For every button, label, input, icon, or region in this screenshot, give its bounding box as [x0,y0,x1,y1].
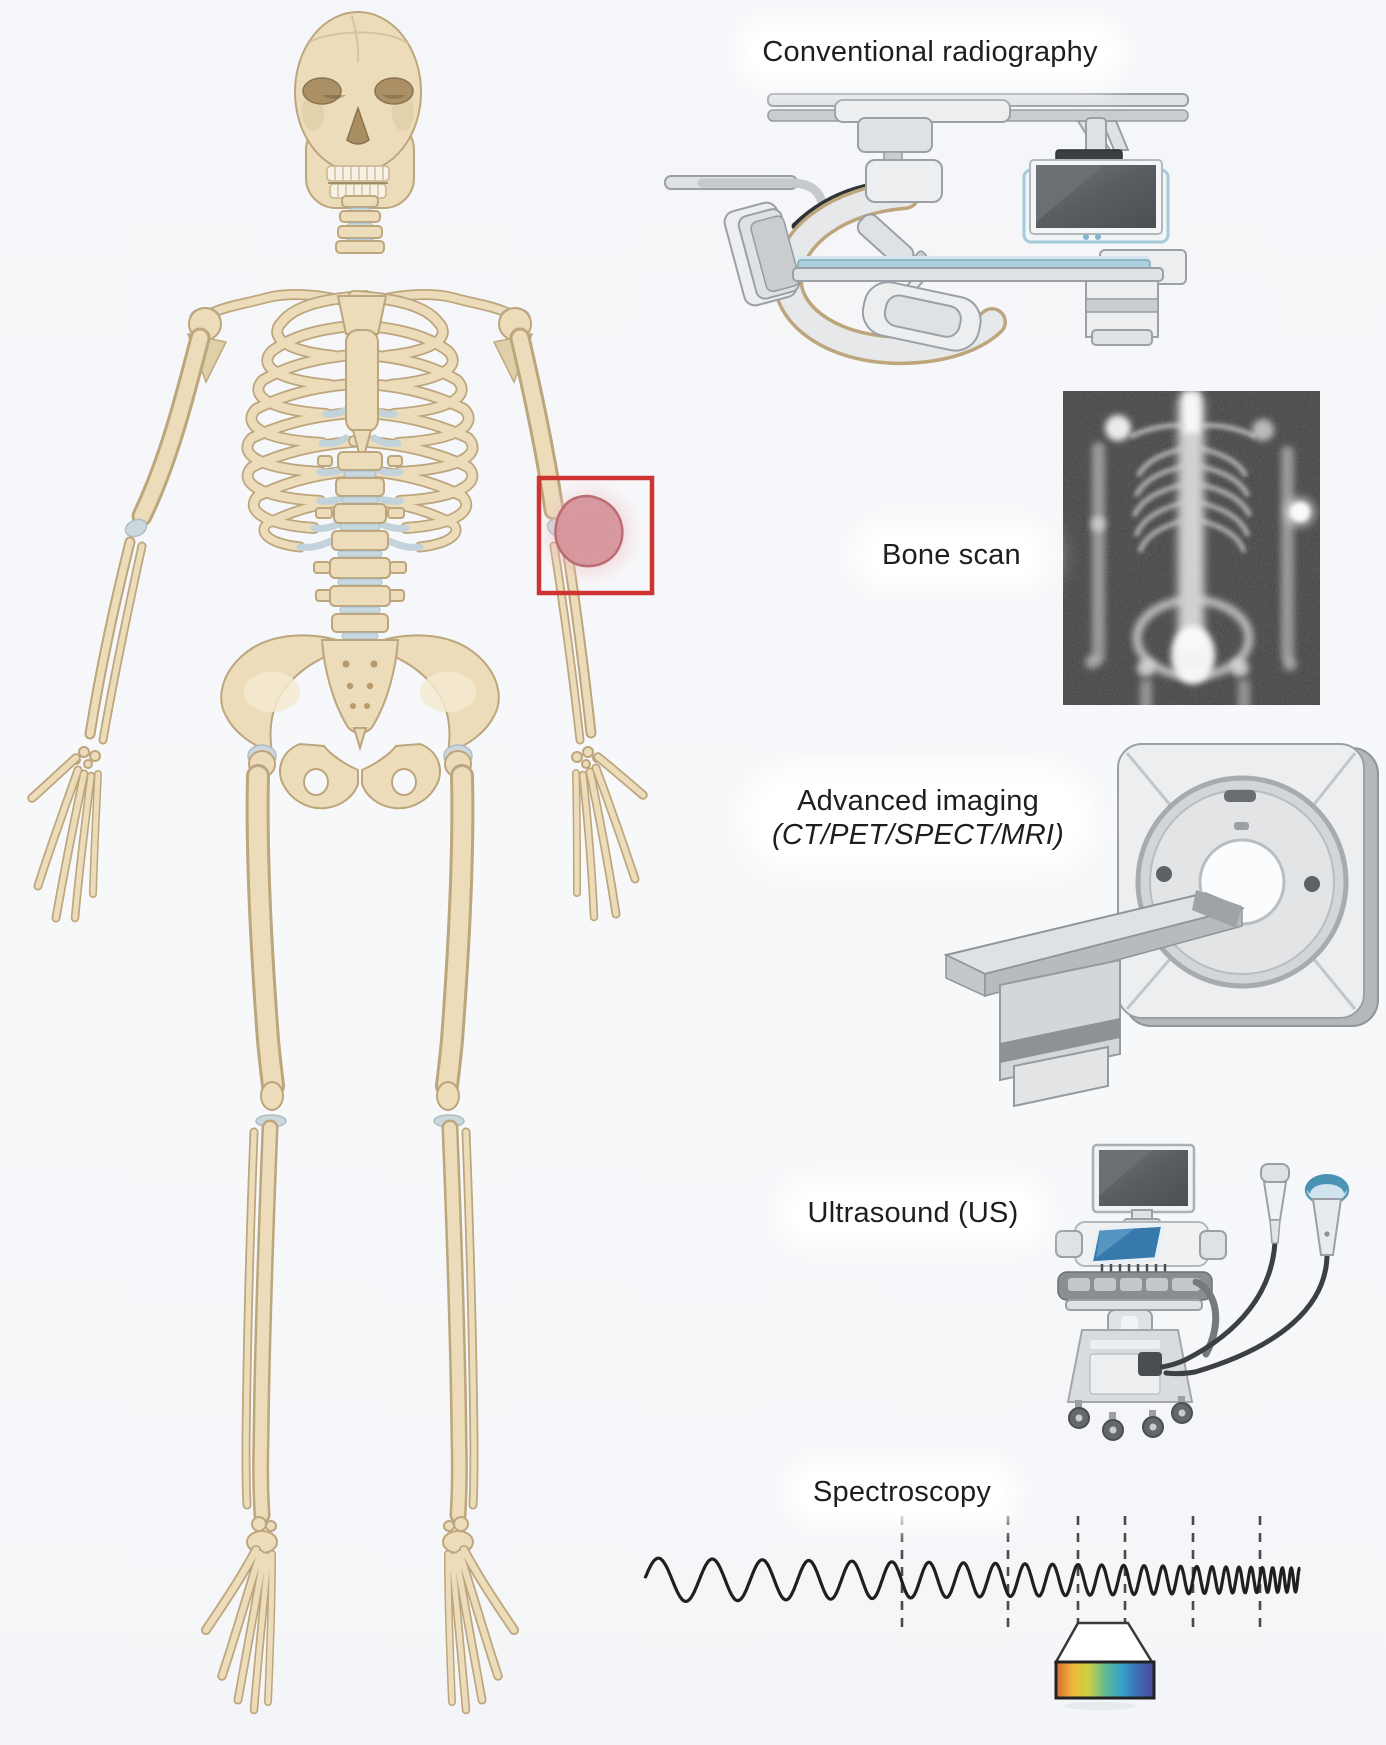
tumor-mass [554,494,624,568]
flat-detector [723,201,801,307]
label-advanced-imaging-line2: (CT/PET/SPECT/MRI) [772,819,1064,851]
convex-probe [1304,1174,1350,1256]
caster-wheels [1068,1396,1193,1441]
label-bone-scan: Bone scan [868,536,1035,574]
probe-port [1138,1352,1162,1376]
label-conventional-radiography: Conventional radiography [748,33,1112,71]
tumor-highlight [534,475,655,596]
radiography-monitor [1022,117,1170,244]
pelvis [220,634,500,810]
linear-probe [1260,1163,1290,1244]
ultrasound-illustration [1055,1143,1350,1441]
leg-left [206,750,287,1710]
highlight-box [536,475,655,596]
arm-right [520,338,643,917]
arm-left [32,338,200,918]
label-advanced-imaging: Advanced imaging (CT/PET/SPECT/MRI) [758,782,1078,854]
foot-left [206,1550,272,1710]
teeth [326,165,390,199]
sacrum [320,639,400,734]
hand-left [32,758,98,918]
spectrum-bar [1054,1660,1156,1700]
bone-scan-image [1063,391,1320,705]
eye-socket-left [302,77,342,105]
ribs-left [241,290,372,553]
hand-right [576,757,643,917]
label-ultrasound: Ultrasound (US) [793,1194,1033,1232]
spectroscopy-illustration [643,1516,1301,1710]
probe-cable [1159,1239,1278,1370]
label-advanced-imaging-line1: Advanced imaging [797,785,1039,817]
control-knobs [1100,1264,1167,1272]
radiography-illustration [664,93,1189,366]
ct-scanner-illustration [943,743,1379,1108]
nasal-aperture [346,105,370,145]
ct-button-right [1304,876,1320,892]
sternum [336,295,388,468]
xray-tube [861,281,982,352]
ct-button-left [1156,866,1172,882]
ct-table [943,890,1246,1108]
prism-spectrum [1053,1621,1156,1710]
radiography-table [792,249,1187,346]
ct-top-slot [1224,790,1256,802]
skeleton-illustration [32,11,643,1710]
leg-right [434,751,514,1710]
lumbar-spine [313,451,407,640]
eye-socket-right [374,77,414,105]
probe-cable [1163,1251,1330,1377]
prism-funnel [1053,1621,1155,1664]
label-spectroscopy: Spectroscopy [798,1473,1006,1511]
cervical-spine [335,195,385,254]
skull [294,11,422,209]
chirp-waveform [643,1556,1301,1604]
